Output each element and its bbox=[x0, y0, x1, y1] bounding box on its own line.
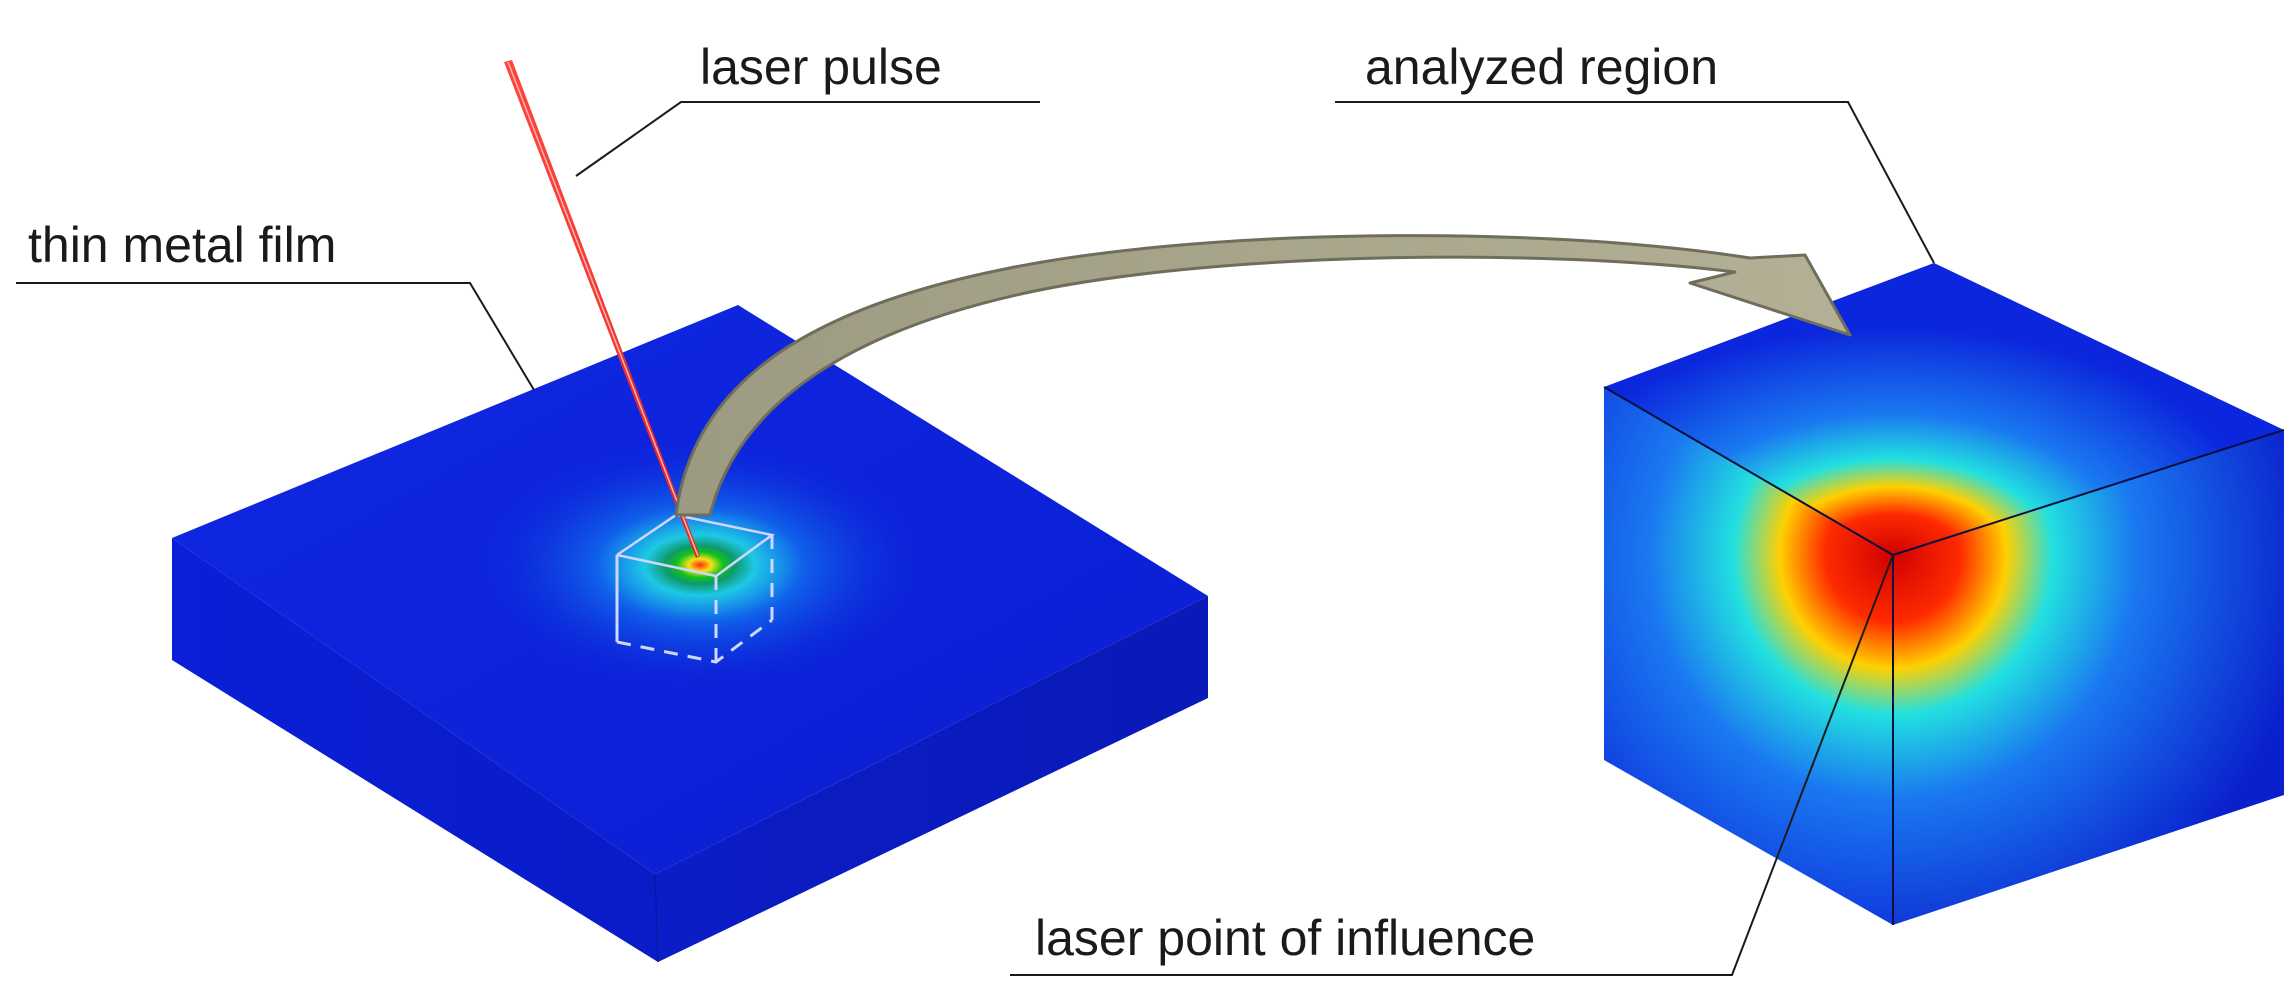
laser-point-leader bbox=[1010, 554, 1894, 976]
analyzed-region-label: analyzed region bbox=[1365, 39, 1718, 95]
thin-metal-film-leader bbox=[16, 282, 535, 391]
analyzed-region-cube bbox=[1603, 263, 2284, 925]
cube-left-face bbox=[1604, 387, 1893, 925]
analyzed-region-outline bbox=[615, 513, 776, 664]
analyzed-region-leader bbox=[1335, 101, 1935, 264]
thin-metal-film-label: thin metal film bbox=[28, 217, 336, 273]
cube-right-face bbox=[1893, 430, 2284, 925]
zoom-arrow bbox=[674, 234, 1852, 517]
laser-point-of-influence-label: laser point of influence bbox=[1035, 910, 1535, 966]
leader-lines bbox=[16, 101, 1935, 976]
thin-metal-film bbox=[172, 305, 1208, 963]
film-left-side bbox=[172, 538, 658, 962]
laser-pulse-label: laser pulse bbox=[700, 39, 942, 95]
laser-pulse-leader bbox=[575, 101, 1040, 177]
film-heat-spot bbox=[172, 305, 1208, 874]
cube-top-face bbox=[1604, 263, 2284, 555]
laser-beam bbox=[504, 60, 700, 558]
film-right-side bbox=[655, 596, 1208, 962]
